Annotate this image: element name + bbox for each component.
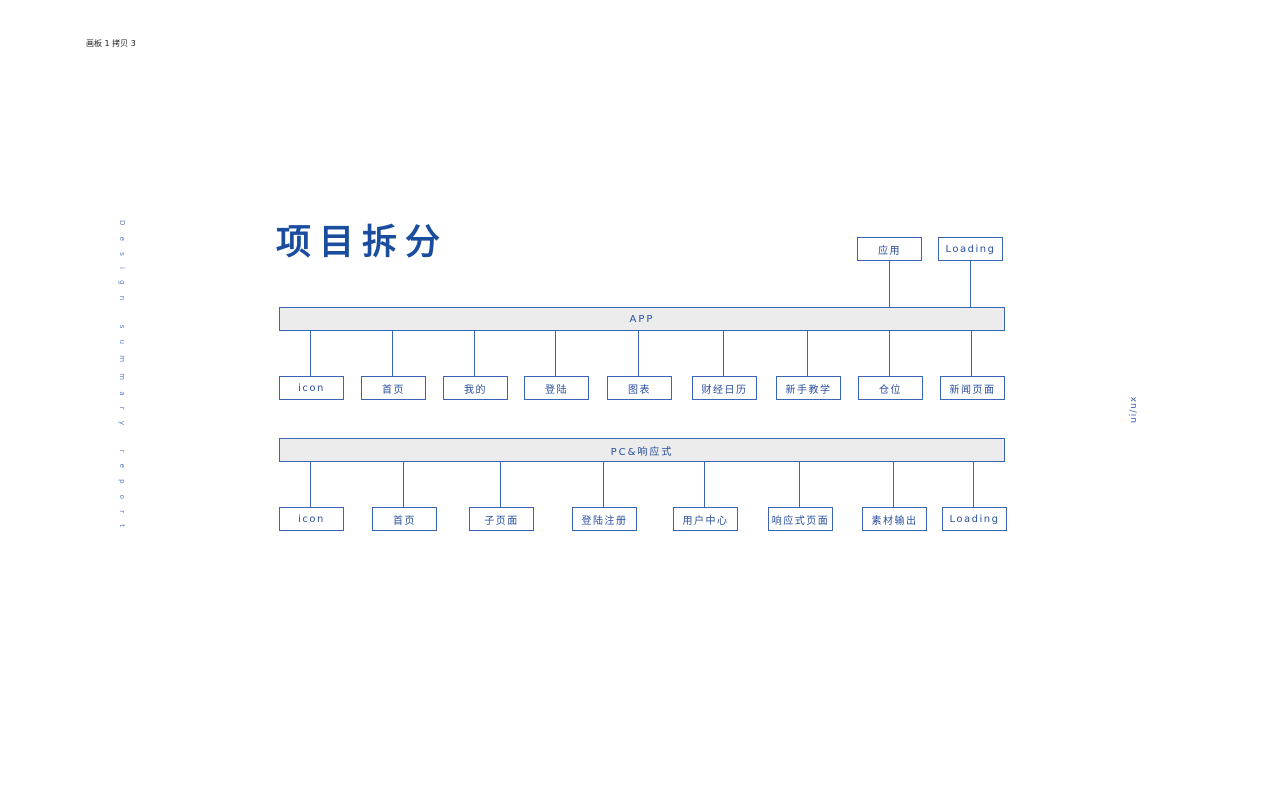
connector-line [392,331,393,376]
pc-node: 登陆注册 [572,507,637,531]
pc-node: 用户中心 [673,507,738,531]
app-node: 新闻页面 [940,376,1005,400]
connector-line [500,462,501,507]
connector-line [889,261,890,307]
connector-line [638,331,639,376]
page-title: 项目拆分 [276,223,449,263]
app-node: 我的 [443,376,508,400]
connector-line [555,331,556,376]
connector-line [474,331,475,376]
connector-line [603,462,604,507]
connector-line [403,462,404,507]
app-node: 图表 [607,376,672,400]
app-top-node: Loading [938,237,1003,261]
connector-line [704,462,705,507]
app-node: 财经日历 [692,376,757,400]
connector-line [970,261,971,307]
pc-node: icon [279,507,344,531]
pc-bar: PC&响应式 [279,438,1005,462]
connector-line [723,331,724,376]
pc-node: 素材输出 [862,507,927,531]
app-node: 登陆 [524,376,589,400]
app-node: 首页 [361,376,426,400]
pc-node: 子页面 [469,507,534,531]
connector-line [893,462,894,507]
connector-line [310,331,311,376]
connector-line [971,331,972,376]
pc-node: 首页 [372,507,437,531]
app-node: 仓位 [858,376,923,400]
connector-line [310,462,311,507]
connector-line [799,462,800,507]
pc-node: 响应式页面 [768,507,833,531]
app-top-node: 应用 [857,237,922,261]
connector-line [807,331,808,376]
side-caption: Design summary report [118,220,126,539]
right-caption: ui/ux [1129,395,1139,423]
connector-line [973,462,974,507]
pc-node: Loading [942,507,1007,531]
artboard-label: 画板 1 拷贝 3 [86,39,136,48]
connector-line [889,331,890,376]
app-node: icon [279,376,344,400]
app-node: 新手教学 [776,376,841,400]
app-bar: APP [279,307,1005,331]
